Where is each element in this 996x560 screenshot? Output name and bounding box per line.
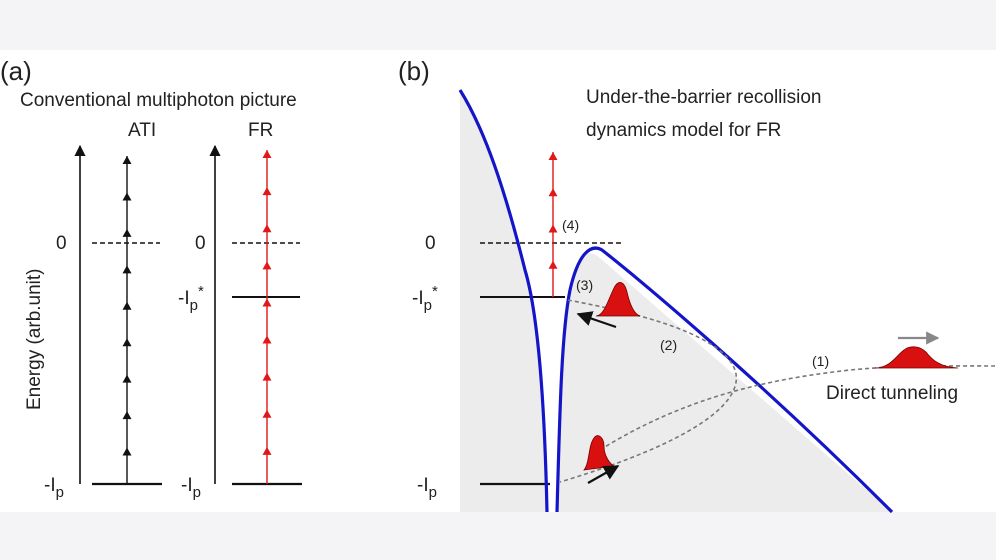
ip-star-label-fr: -Ip* — [178, 283, 204, 314]
fr-ladder-photon-arrow — [262, 335, 272, 344]
column-label-fr: FR — [248, 120, 273, 141]
fr-ladder-photon-arrow — [262, 446, 272, 455]
fr-ladder-photon-arrow — [262, 150, 272, 158]
b-ladder-photon-arrow — [548, 260, 558, 269]
column-label-ati: ATI — [128, 120, 156, 141]
wavepacket-excited — [595, 282, 641, 317]
b-ladder-photon-arrow — [548, 188, 558, 197]
panel-a-label: (a) — [0, 56, 32, 86]
potential-curve-right — [555, 246, 894, 514]
photon-ladder-fr — [262, 150, 272, 484]
zero-label-b: 0 — [425, 233, 436, 254]
ati-ladder-photon-arrow — [122, 338, 132, 347]
fr-ladder-photon-arrow — [262, 409, 272, 418]
ati-ladder-photon-arrow — [122, 228, 132, 237]
ip-label-fr: -Ip — [181, 475, 201, 501]
ip-label-b: -Ip — [417, 475, 437, 501]
direct-tunneling-label: Direct tunneling — [826, 383, 958, 404]
fr-ladder-photon-arrow — [262, 187, 272, 196]
zero-label-ati: 0 — [56, 233, 67, 254]
photon-ladder-ati — [122, 156, 132, 484]
motion-arrow-outward — [587, 465, 620, 484]
ati-ladder-photon-arrow — [122, 265, 132, 274]
fr-ladder-photon-arrow — [262, 224, 272, 233]
panel-b: (b) Under-the-barrier recollision dynami… — [398, 56, 996, 514]
panel-b-label: (b) — [398, 56, 430, 86]
b-ladder-photon-arrow — [548, 224, 558, 233]
step-label-2: (2) — [660, 337, 677, 353]
ati-ladder-photon-arrow — [122, 411, 132, 420]
wavepacket-tunneled — [874, 346, 959, 369]
fr-ladder-photon-arrow — [262, 261, 272, 270]
panel-a-title: Conventional multiphoton picture — [20, 90, 297, 111]
b-ladder-photon-arrow — [548, 152, 558, 160]
ip-star-label-b: -Ip* — [412, 283, 438, 314]
zero-label-fr: 0 — [195, 233, 206, 254]
potential-curve-left — [458, 89, 549, 513]
y-axis-label: Energy (arb.unit) — [24, 268, 45, 410]
motion-arrow-inward — [576, 311, 617, 329]
ati-ladder-photon-arrow — [122, 447, 132, 456]
photon-ladder-b — [548, 152, 558, 297]
ati-ladder-photon-arrow — [122, 192, 132, 201]
ati-ladder-photon-arrow — [122, 156, 132, 164]
fr-ladder-photon-arrow — [262, 372, 272, 381]
wavepacket-ground — [583, 435, 616, 471]
step-label-3: (3) — [576, 277, 593, 293]
ati-ladder-photon-arrow — [122, 301, 132, 310]
step-label-1: (1) — [812, 353, 829, 369]
ati-ladder-photon-arrow — [122, 374, 132, 383]
fr-ladder-photon-arrow — [262, 298, 272, 307]
panel-b-title-line2: dynamics model for FR — [586, 120, 781, 141]
potential-shading — [460, 90, 892, 512]
panel-b-title-line1: Under-the-barrier recollision — [586, 87, 821, 108]
panel-a: (a) Conventional multiphoton picture ATI… — [0, 56, 302, 501]
ip-label-ati: -Ip — [44, 475, 64, 501]
step-label-4: (4) — [562, 217, 579, 233]
